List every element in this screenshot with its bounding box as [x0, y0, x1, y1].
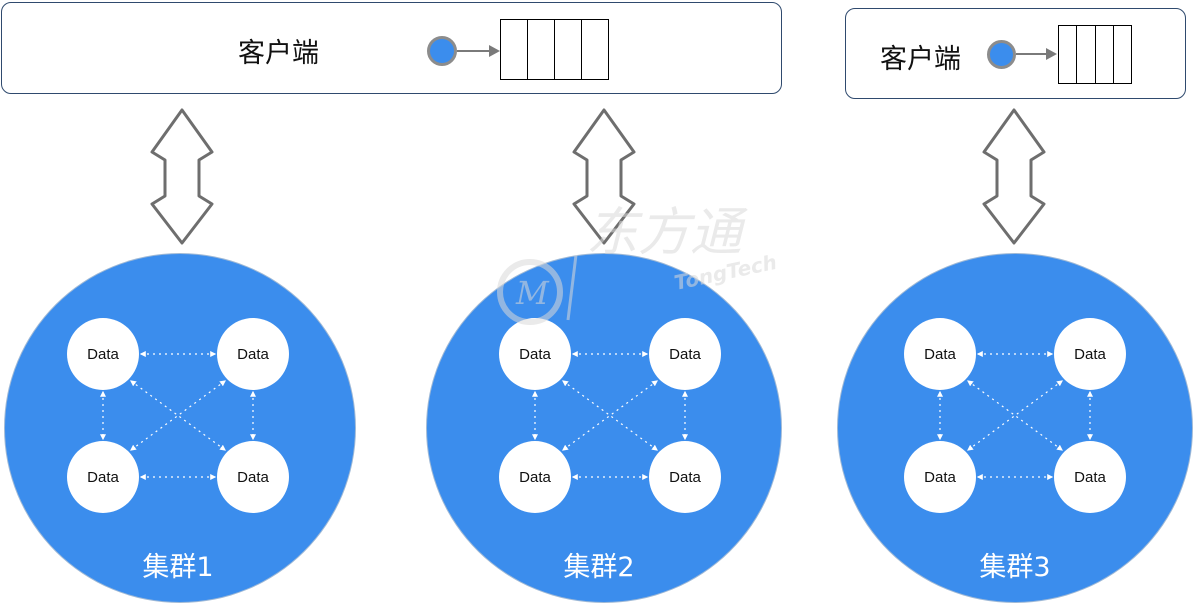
send-arrow [1016, 53, 1046, 55]
send-arrow-head [1046, 48, 1057, 60]
data-node: Data [649, 318, 721, 390]
client-label-1: 客户端 [238, 38, 319, 69]
data-node: Data [499, 441, 571, 513]
double-arrow-icon [982, 108, 1046, 245]
data-node: Data [649, 441, 721, 513]
data-node: Data [1054, 318, 1126, 390]
queue-icon [500, 19, 609, 80]
send-arrow [457, 50, 489, 52]
cluster-label-3: 集群3 [979, 552, 1051, 583]
data-node: Data [904, 318, 976, 390]
data-node: Data [217, 318, 289, 390]
message-dot-icon [987, 40, 1016, 69]
message-dot-icon [427, 36, 457, 66]
client-label-2: 客户端 [880, 44, 961, 75]
data-node: Data [67, 441, 139, 513]
queue-icon [1058, 25, 1132, 84]
client-box-2: 客户端 [845, 8, 1186, 99]
send-arrow-head [489, 45, 500, 57]
data-node: Data [499, 318, 571, 390]
data-node: Data [1054, 441, 1126, 513]
data-node: Data [217, 441, 289, 513]
double-arrow-icon [572, 108, 636, 245]
cluster-label-2: 集群2 [563, 552, 635, 583]
client-box-1: 客户端 [1, 2, 782, 94]
double-arrow-icon [150, 108, 214, 245]
data-node: Data [904, 441, 976, 513]
cluster-label-1: 集群1 [142, 552, 214, 583]
data-node: Data [67, 318, 139, 390]
